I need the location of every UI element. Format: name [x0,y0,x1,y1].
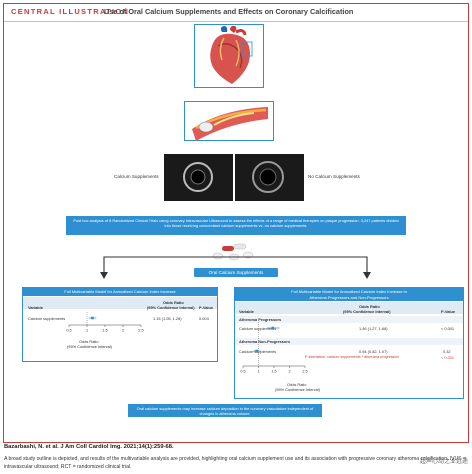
left-results-panel: Full Multivariable Model for Annualized … [22,287,218,362]
right-row1-label: Calcium supplements [239,326,277,331]
ivus-label-right: No Calcium Supplements [308,174,360,179]
right-axis-label-1: Odds Ratio [287,382,307,387]
right-col-or-2: (95% Confidence Interval) [343,309,391,314]
figure-tag: CENTRAL ILLUSTRATION [11,7,130,16]
study-description-box: Post hoc analysis of 8 Randomized Clinic… [66,216,406,235]
right-panel-title: Full Multivariable Model for Annualized … [235,288,463,301]
conclusion-box: Oral calcium supplements may increase ca… [128,404,322,417]
right-interaction-p: < 0.001 [441,355,455,360]
left-row-label: Calcium supplements [28,316,66,321]
citation: Bazarbashi, N. et al. J Am Coll Cardiol … [4,444,174,450]
right-results-panel: Full Multivariable Model for Annualized … [234,287,464,399]
tick-label: 1 [257,370,259,374]
left-axis-label-1: Odds Ratio [79,339,99,344]
ivus-images [164,154,304,201]
right-panel-title-1: Full Multivariable Model for Annualized … [291,289,407,294]
tick-label: 2.5 [302,370,307,374]
figure-header: CENTRAL ILLUSTRATION Use of Oral Calcium… [4,4,468,22]
ivus-label-left: Calcium Supplements [114,174,159,179]
right-row2-p: 0.32 [443,349,451,354]
left-row-p: 0.004 [199,316,209,321]
right-interaction-text: P-interaction: calcium supplements * ath… [305,355,400,359]
tick-label: 0.5 [240,370,245,374]
watermark: 超声心动之业远途 [419,459,468,465]
left-panel-title: Full Multivariable Model for Annualized … [23,288,217,296]
figure-title: Use of Oral Calcium Supplements and Effe… [104,7,354,16]
right-forest-plot: 0.5 1 1.5 2 2.5 [240,322,308,374]
tick-label: 1 [86,329,88,333]
heart-illustration [194,24,264,88]
left-col-p: P-Value [199,305,214,310]
tick-label: 2 [288,370,290,374]
branch-arrows [100,256,371,279]
right-group-1: Atheroma Progressors [239,317,282,322]
tick-label: 2.5 [138,329,143,333]
left-col-or-1: Odds Ratio [163,300,184,305]
left-forest-plot: 0.5 1 1.5 2 2.5 [66,312,144,333]
right-col-p: P-Value [441,309,456,314]
tick-label: 2 [122,329,124,333]
central-illustration: CENTRAL ILLUSTRATION Use of Oral Calcium… [3,3,469,443]
right-group-2: Atheroma Non-Progressors [239,339,291,344]
right-row1-p: < 0.001 [441,326,455,331]
tick-label: 1.5 [102,329,107,333]
or-marker [271,326,275,330]
right-col-or-1: Odds Ratio [359,304,380,309]
or-marker [91,316,94,320]
right-panel-title-2: Atheroma Progressors and Non-Progressors [309,294,389,300]
right-col-variable: Variable [239,309,254,314]
right-axis-label-2: (95% Confidence Interval) [275,387,320,392]
right-row1-or: 1.46 (1.27, 1.68) [359,326,388,331]
tick-label: 1.5 [271,370,276,374]
left-col-or-2: (95% Confidence Interval) [147,305,195,310]
oral-calcium-label: Oral Calcium Supplements [194,268,278,277]
left-col-variable: Variable [28,305,43,310]
tick-label: 0.5 [66,329,71,333]
or-marker [255,349,258,353]
artery-illustration [184,101,274,141]
left-axis-label-2: (95% Confidence Interval) [67,344,112,349]
figure-caption: A broad study outline is depicted, and r… [4,456,466,470]
left-row-or: 1.15 (1.05, 1.26) [153,316,182,321]
right-row2-or: 0.94 (0.82, 1.07) [359,349,388,354]
